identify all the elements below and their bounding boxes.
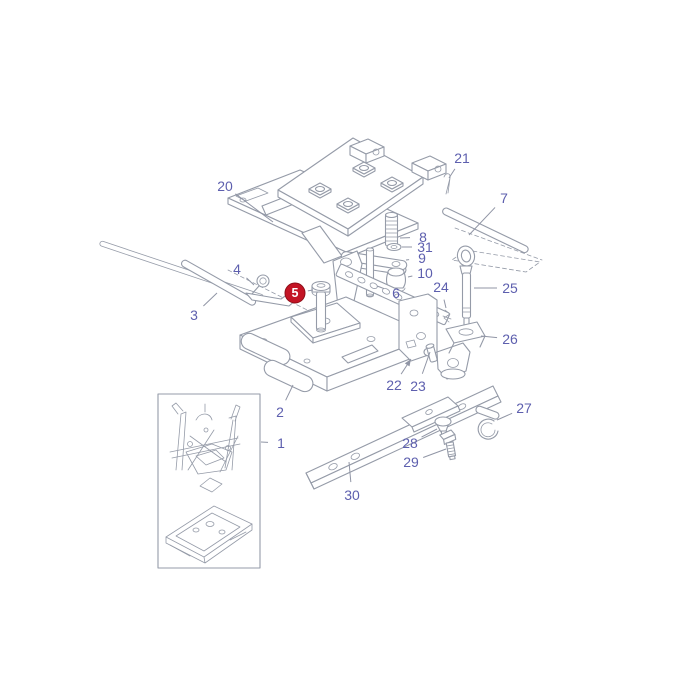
part-20-support-plate-assembly bbox=[227, 137, 447, 264]
corner-block bbox=[349, 138, 385, 164]
part-label-29[interactable]: 29 bbox=[403, 454, 419, 470]
part-label-5[interactable]: 5 bbox=[292, 286, 299, 300]
leader-line-23 bbox=[421, 351, 431, 374]
leader-line-21 bbox=[448, 168, 456, 179]
part-label-26[interactable]: 26 bbox=[502, 331, 518, 347]
part-5-pin bbox=[311, 280, 331, 333]
part-label-23[interactable]: 23 bbox=[410, 378, 426, 394]
part-label-25[interactable]: 25 bbox=[502, 280, 518, 296]
part-label-27[interactable]: 27 bbox=[516, 400, 532, 416]
corner-block bbox=[411, 155, 447, 181]
part-label-2[interactable]: 2 bbox=[276, 404, 284, 420]
part-label-24[interactable]: 24 bbox=[433, 279, 449, 295]
part-label-7[interactable]: 7 bbox=[500, 190, 508, 206]
part-10-bush-nut bbox=[386, 267, 406, 293]
part-29-bolt bbox=[439, 429, 457, 461]
part-label-20[interactable]: 20 bbox=[217, 178, 233, 194]
part-31-washer bbox=[386, 242, 402, 252]
part-label-9[interactable]: 9 bbox=[418, 250, 426, 266]
part-label-10[interactable]: 10 bbox=[417, 265, 433, 281]
part-label-22[interactable]: 22 bbox=[386, 377, 402, 393]
leader-line-27 bbox=[496, 412, 513, 421]
leader-line-29 bbox=[423, 448, 447, 458]
part-label-4[interactable]: 4 bbox=[233, 261, 241, 277]
part-8-stud-bolt bbox=[384, 211, 399, 247]
part-label-3[interactable]: 3 bbox=[190, 307, 198, 323]
inset-box-part-1 bbox=[157, 393, 261, 569]
leader-line-24 bbox=[443, 299, 447, 309]
part-23-bolt bbox=[425, 343, 438, 363]
part-label-30[interactable]: 30 bbox=[344, 487, 360, 503]
part-label-8[interactable]: 8 bbox=[419, 229, 427, 245]
part-24-clip bbox=[442, 309, 452, 323]
leader-line-10 bbox=[407, 275, 413, 278]
plate-bosses bbox=[308, 161, 404, 214]
part-label-21[interactable]: 21 bbox=[454, 150, 470, 166]
leader-arrowhead-22 bbox=[404, 359, 411, 367]
leader-line-28 bbox=[421, 428, 438, 438]
part-7-rod bbox=[442, 207, 543, 273]
part-label-28[interactable]: 28 bbox=[402, 435, 418, 451]
leader-line-3 bbox=[203, 292, 218, 307]
part-25-eye-bolt bbox=[456, 245, 476, 327]
part-label-31[interactable]: 31 bbox=[417, 239, 433, 255]
inset-seat-frame-art bbox=[165, 402, 253, 564]
part-label-1[interactable]: 1 bbox=[277, 435, 285, 451]
part-21-cotter-pin bbox=[443, 173, 451, 195]
part-26-clevis bbox=[436, 321, 486, 380]
leader-line-7 bbox=[468, 207, 496, 236]
part-label-6[interactable]: 6 bbox=[392, 285, 400, 301]
leader-line-6 bbox=[376, 285, 384, 289]
part-30-drawbar bbox=[305, 385, 502, 490]
part-27-lynch-pin-clip bbox=[475, 405, 500, 440]
leader-line-26 bbox=[480, 335, 498, 339]
leader-line-30 bbox=[348, 461, 352, 483]
leader-line-20 bbox=[235, 193, 274, 223]
highlighted-part-badge-5[interactable] bbox=[284, 282, 306, 304]
leader-line-5 bbox=[307, 289, 314, 292]
leader-line-2 bbox=[285, 384, 294, 401]
leader-line-4 bbox=[246, 277, 255, 286]
